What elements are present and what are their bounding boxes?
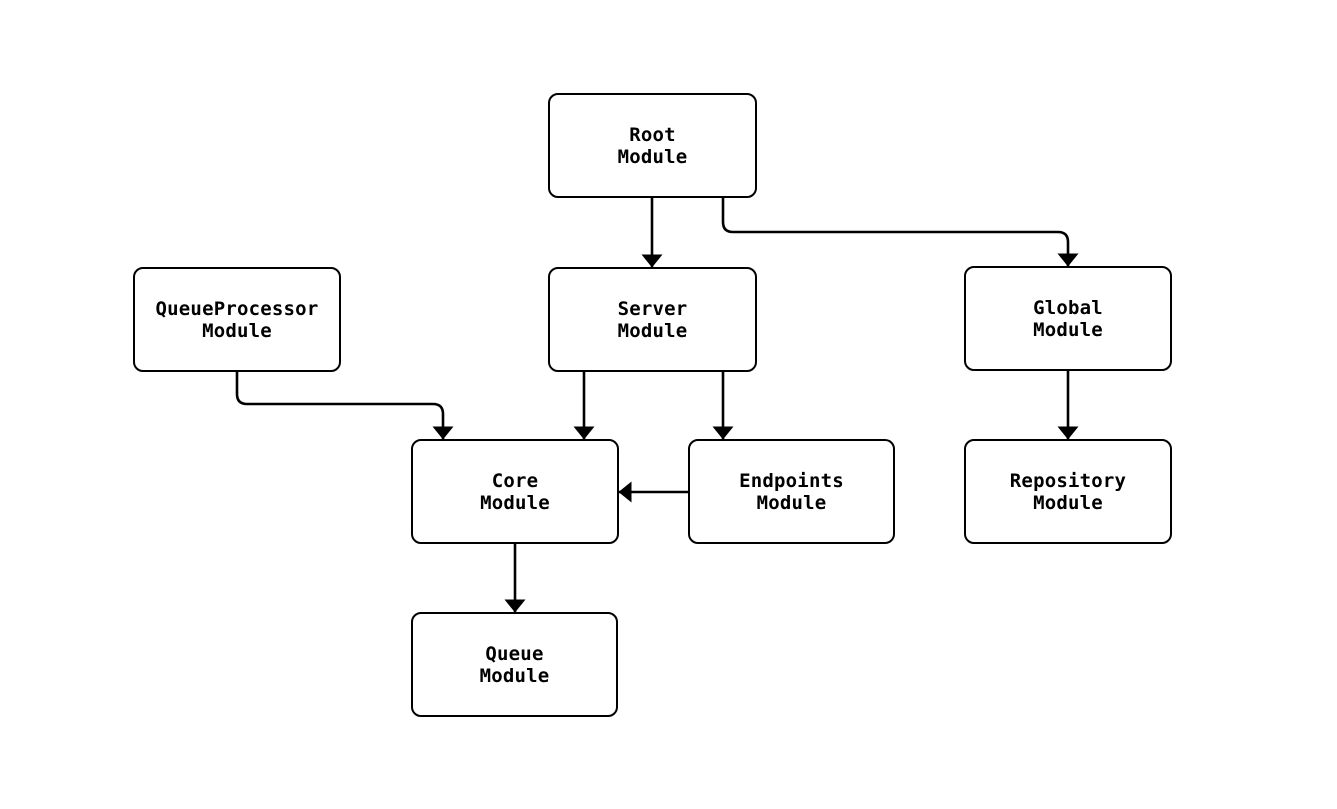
node-global-module: Global Module [964,266,1172,371]
node-repository-module: Repository Module [964,439,1172,544]
node-label-core-module: Core Module [480,469,550,514]
node-endpoints-module: Endpoints Module [688,439,895,544]
node-label-server-module: Server Module [617,297,688,342]
node-label-queue-module: Queue Module [479,642,550,687]
node-root-module: Root Module [548,93,757,198]
node-label-repository-module: Repository Module [1009,469,1127,514]
node-label-queueprocessor-module: QueueProcessor Module [155,297,319,342]
node-queueprocessor-module: QueueProcessor Module [133,267,341,372]
node-label-endpoints-module: Endpoints Module [739,469,844,514]
node-label-root-module: Root Module [617,123,688,168]
edge-root-module-to-global-module [721,198,1079,267]
node-core-module: Core Module [411,439,619,544]
node-queue-module: Queue Module [411,612,618,717]
node-label-global-module: Global Module [1033,296,1103,341]
node-server-module: Server Module [548,267,757,372]
edge-queueprocessor-module-to-core-module [235,372,454,440]
